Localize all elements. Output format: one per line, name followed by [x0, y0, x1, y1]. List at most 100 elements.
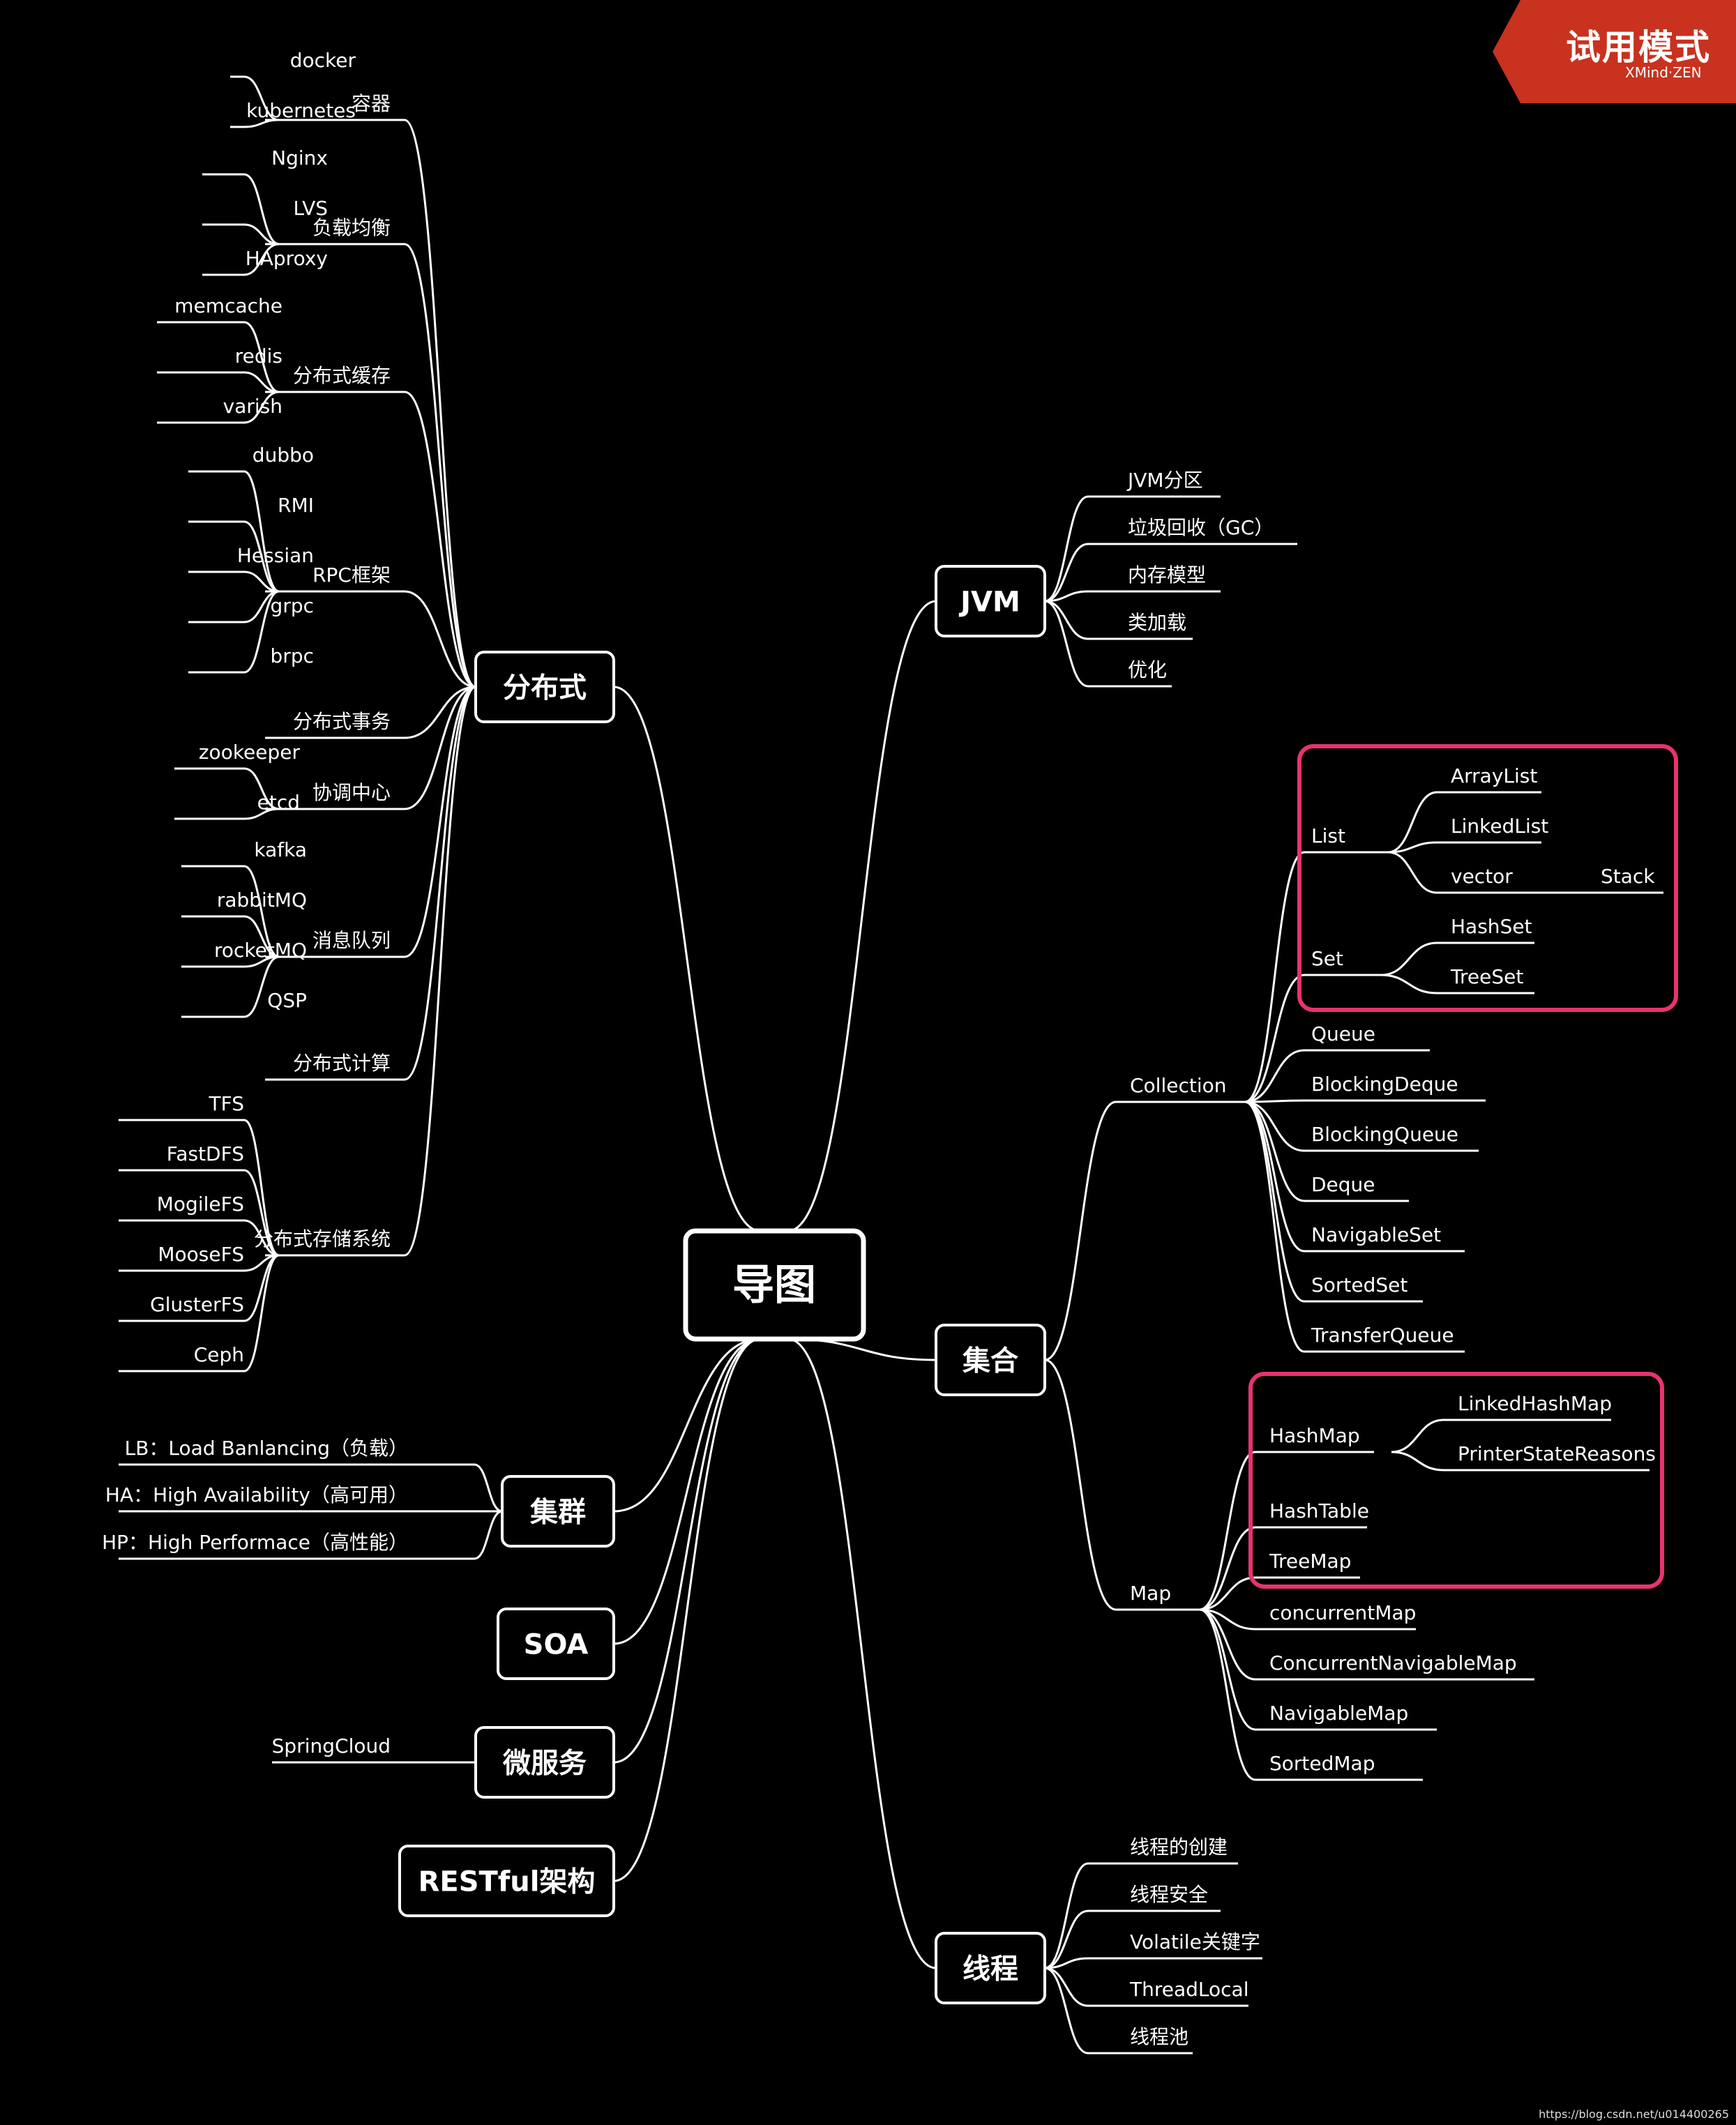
branch-2-label: SOA: [524, 1628, 589, 1661]
thread-connector: [1044, 1910, 1089, 1969]
thread-connector: [1044, 1967, 1089, 2055]
leaf-connector: [243, 75, 280, 121]
leaf-node: zookeeper: [199, 741, 301, 764]
collection-child-node: SortedSet: [1311, 1273, 1407, 1296]
jvm-node: 垃圾回收（GC）: [1128, 516, 1274, 539]
leaf-node: MooseFS: [158, 1243, 244, 1266]
leaf-connector: [243, 808, 280, 820]
map-child-node: NavigableMap: [1269, 1702, 1408, 1725]
thread-node: ThreadLocal: [1129, 1978, 1248, 2001]
collection-child-connector: [1244, 1099, 1305, 1103]
leaf-node: memcache: [174, 294, 282, 317]
list-child-connector: [1387, 791, 1437, 854]
sub-node-1: 负载均衡: [312, 216, 391, 239]
set-child-connector: [1380, 941, 1437, 976]
microservice-node: SpringCloud: [272, 1734, 391, 1757]
leaf-node: QSP: [267, 989, 307, 1012]
sub-node-5: 协调中心: [312, 781, 391, 804]
collection-child-connector: [1244, 1101, 1305, 1353]
sub-connector-2: [404, 391, 476, 688]
collection-child-node: BlockingQueue: [1311, 1123, 1458, 1146]
sub-connector-1: [404, 243, 476, 688]
map-child-node: SortedMap: [1269, 1752, 1375, 1775]
leaf-node: dubbo: [252, 444, 314, 467]
collection-connector: [1044, 1101, 1117, 1361]
collection-child-connector: [1244, 851, 1305, 1103]
leaf-node: grpc: [271, 594, 314, 617]
sub-connector-8: [404, 686, 476, 1257]
map-child-node: HashTable: [1269, 1499, 1369, 1522]
map-child-connector: [1199, 1526, 1256, 1611]
set-child-node: HashSet: [1451, 915, 1532, 938]
collection-child-node: Deque: [1311, 1173, 1375, 1196]
sub-connector-5: [404, 686, 476, 810]
leaf-connector: [243, 955, 280, 1018]
sub-node-8: 分布式存储系统: [254, 1227, 391, 1250]
jvm-connector: [1044, 600, 1089, 640]
jvm-node: JVM分区: [1126, 469, 1203, 492]
leaf-connector: [243, 570, 280, 593]
branch-right-0-label: JVM: [958, 586, 1020, 618]
leaf-node: FastDFS: [167, 1142, 244, 1165]
cluster-connector: [474, 1463, 503, 1513]
badge-subtitle: XMind·ZEN: [1625, 64, 1702, 81]
leaf-node: GlusterFS: [150, 1293, 244, 1316]
leaf-connector: [243, 243, 280, 276]
leaf-node: TFS: [209, 1092, 245, 1115]
leaf-connector: [243, 1119, 280, 1257]
hashmap-child-connector: [1391, 1419, 1444, 1453]
cluster-node: LB：Load Banlancing（负载）: [125, 1437, 408, 1460]
thread-node: Volatile关键字: [1130, 1930, 1260, 1953]
leaf-node: rabbitMQ: [217, 888, 307, 912]
thread-connector: [1044, 1862, 1089, 1969]
branch-right-2-label: 线程: [963, 1953, 1018, 1985]
list-child-node: vector: [1451, 865, 1513, 888]
branch-0-label: 分布式: [503, 672, 587, 704]
jvm-connector: [1044, 495, 1089, 603]
leaf-node: Hessian: [237, 544, 314, 567]
leaf-connector: [243, 391, 280, 424]
cluster-node: HP：High Performace（高性能）: [102, 1531, 408, 1554]
collection-child-node: BlockingDeque: [1311, 1073, 1458, 1096]
collection-child-node: TransferQueue: [1311, 1324, 1454, 1347]
leaf-connector: [243, 119, 280, 128]
stack-node: Stack: [1601, 865, 1655, 888]
leaf-connector: [243, 1254, 280, 1372]
list-child-connector: [1387, 841, 1437, 854]
leaf-connector: [243, 915, 280, 958]
thread-node: 线程安全: [1130, 1883, 1208, 1906]
leaf-node: Nginx: [271, 146, 328, 169]
map-child-connector: [1199, 1576, 1256, 1611]
branch-connector-left-4: [613, 1338, 761, 1882]
leaf-connector: [243, 470, 280, 593]
highlight-frame-map: [1248, 1372, 1664, 1589]
collection-child-node: NavigableSet: [1311, 1223, 1441, 1246]
map-connector: [1044, 1359, 1117, 1611]
collection-child-node: Set: [1311, 947, 1343, 970]
leaf-connector: [243, 1219, 280, 1257]
map-child-connector: [1199, 1608, 1256, 1731]
map-child-node: ConcurrentNavigableMap: [1269, 1651, 1517, 1674]
sub-node-6: 消息队列: [312, 929, 391, 952]
map-child-connector: [1199, 1608, 1256, 1781]
leaf-connector: [243, 767, 280, 810]
sub-connector-3: [404, 590, 476, 688]
jvm-node: 类加载: [1128, 611, 1186, 634]
branch-1-label: 集群: [529, 1496, 586, 1528]
sub-connector-0: [404, 119, 476, 688]
leaf-connector: [243, 1169, 280, 1257]
set-child-node: TreeSet: [1450, 965, 1523, 988]
collection-node: Collection: [1130, 1074, 1227, 1097]
leaf-connector: [243, 223, 280, 245]
collection-child-connector: [1244, 1101, 1305, 1202]
leaf-connector: [243, 371, 280, 393]
leaf-node: RMI: [278, 494, 314, 517]
branch-3-label: 微服务: [502, 1747, 587, 1779]
set-child-connector: [1380, 974, 1437, 995]
collection-child-connector: [1244, 974, 1305, 1103]
branch-4-label: RESTful架构: [418, 1866, 596, 1898]
badge-title: 试用模式: [1566, 27, 1711, 68]
collection-child-connector: [1244, 1101, 1305, 1303]
collection-child-connector: [1244, 1049, 1305, 1103]
